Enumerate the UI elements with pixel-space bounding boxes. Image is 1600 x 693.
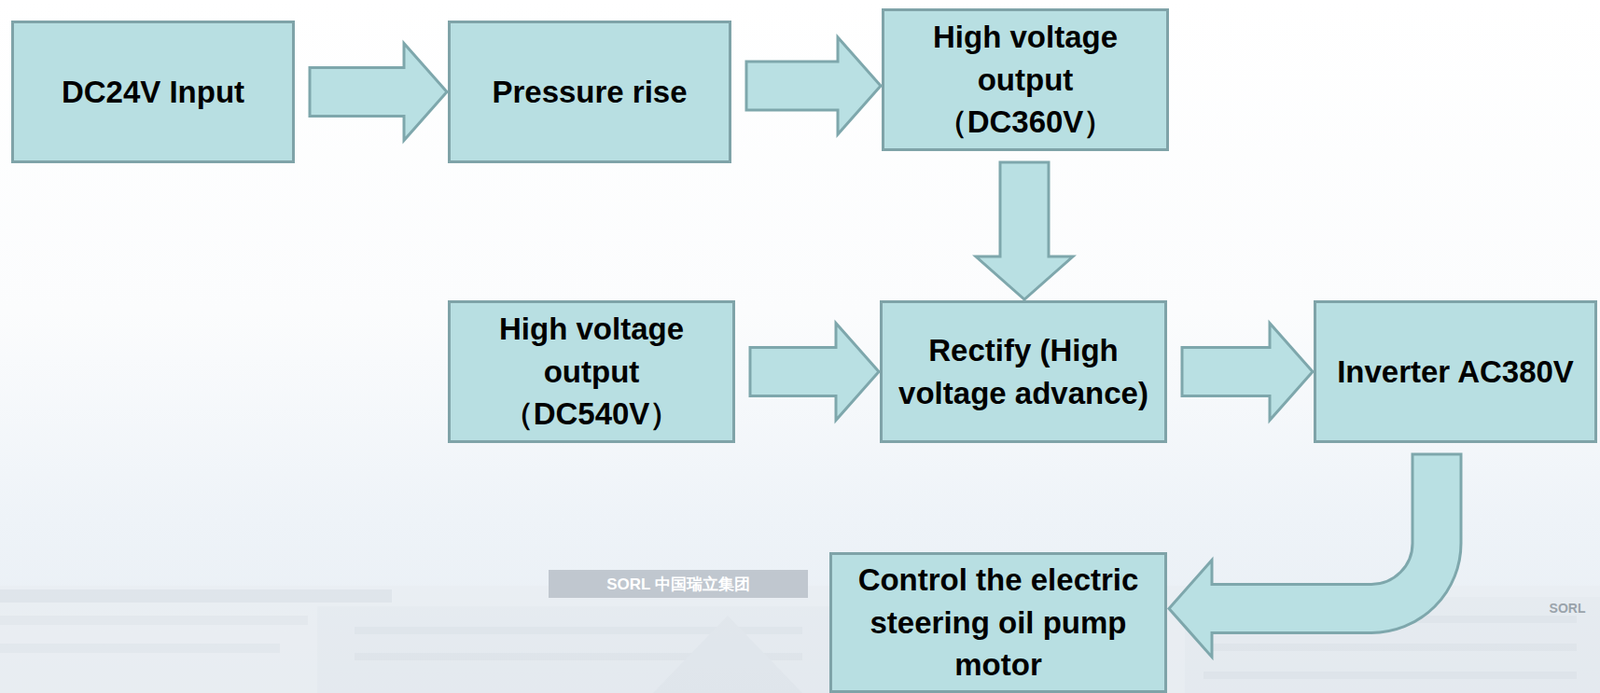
block-arrow xyxy=(1168,454,1461,657)
process-box: High voltage output （DC360V） xyxy=(881,8,1169,152)
block-arrow xyxy=(975,162,1073,300)
process-box: Rectify (High voltage advance) xyxy=(879,300,1168,444)
box-label: DC24V Input xyxy=(52,70,254,114)
sign-board xyxy=(548,570,808,599)
watermark-sign: SORL 中国瑞立集团 xyxy=(606,573,751,596)
process-box: High voltage output （DC540V） xyxy=(447,300,736,444)
box-label: Rectify (High voltage advance) xyxy=(882,329,1165,415)
watermark: SORL xyxy=(1549,600,1587,616)
block-arrow xyxy=(750,323,879,421)
process-box: Pressure rise xyxy=(447,20,732,164)
box-label: High voltage output （DC540V） xyxy=(450,307,733,436)
box-label: Inverter AC380V xyxy=(1327,350,1584,394)
box-label: High voltage output （DC360V） xyxy=(884,15,1167,144)
process-box: Control the electric steering oil pump m… xyxy=(829,552,1168,693)
block-arrow xyxy=(309,43,447,141)
block-arrow xyxy=(746,37,881,135)
box-label: Pressure rise xyxy=(482,70,696,114)
box-label: Control the electric steering oil pump m… xyxy=(832,558,1165,687)
process-box: DC24V Input xyxy=(11,20,295,164)
block-arrow xyxy=(1182,323,1313,421)
process-box: Inverter AC380V xyxy=(1313,300,1598,444)
